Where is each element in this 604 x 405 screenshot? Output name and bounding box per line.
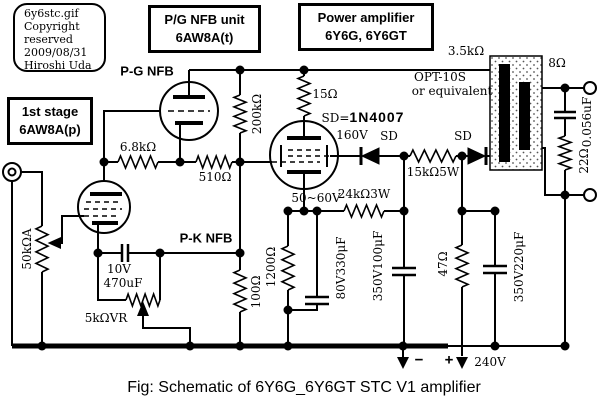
resistor-47: [454, 244, 470, 288]
resistor-200k: [231, 94, 249, 134]
plus-terminal-label: +: [444, 351, 454, 369]
sd-right-label: SD: [454, 129, 472, 143]
resistors: [34, 75, 574, 313]
transformer-secondary-winding: [519, 82, 530, 150]
resistor-6k8: [117, 153, 159, 171]
copyright-box: 6y6stc.gif Copyright reserved 2009/08/31…: [13, 3, 106, 72]
first-stage-tube-type: 6AW8A(p): [19, 122, 81, 138]
potentiometer-50k-label: 50kΩA: [20, 228, 34, 270]
junction-dots: [37, 65, 570, 351]
supply-arrows: [397, 357, 468, 369]
nfb-unit-title-box: P/G NFB unit 6AW8A(t): [148, 5, 261, 54]
capacitor-0056uf-label: 0.056uF: [580, 96, 594, 148]
resistor-22: [556, 135, 574, 171]
capacitor-330uf-label: 80V330μF: [334, 236, 348, 300]
diode-sd-left: [359, 147, 380, 165]
resistor-22-label: 22Ω: [577, 148, 591, 174]
capacitor-100uf-label: 350V100μF: [371, 230, 385, 302]
copyright-line: 2009/08/31: [24, 45, 88, 59]
output-transformer: [489, 55, 543, 171]
input-jack: [2, 162, 22, 182]
sd-equals-prefix: SD=: [321, 111, 350, 125]
copyright-line: Hiroshi Uda: [24, 58, 92, 72]
nfb-unit-tube-type: 6AW8A(t): [175, 30, 234, 46]
resistor-1200: [280, 245, 296, 291]
resistor-6k8-label: 6.8kΩ: [119, 140, 157, 154]
secondary-impedance-label: 8Ω: [548, 56, 566, 70]
figure-caption: Fig: Schematic of 6Y6G_6Y6GT STC V1 ampl…: [127, 379, 481, 396]
capacitor-330uf: [305, 295, 329, 306]
copyright-line: 6y6stc.gif: [24, 7, 79, 20]
tube-power-amp: [269, 120, 339, 190]
resistor-15k: [409, 148, 457, 164]
nfb-unit-title: P/G NFB unit: [164, 12, 245, 27]
potentiometer-50k: [34, 225, 50, 273]
resistor-15-label: 15Ω: [312, 87, 338, 101]
resistor-24k-label: 24kΩ3W: [337, 187, 391, 201]
power-amp-title-box: Power amplifier 6Y6G, 6Y6GT: [298, 3, 434, 52]
transformer-model-label: OPT-10S: [414, 70, 466, 84]
capacitor-470uf-label: 470uF: [103, 276, 143, 290]
resistor-510-label: 510Ω: [198, 170, 232, 184]
output-terminal-top: [583, 81, 597, 95]
power-amp-tube-type: 6Y6G, 6Y6GT: [325, 28, 407, 44]
transformer-equiv-label: or equivalent: [411, 84, 493, 98]
copyright-line: Copyright: [24, 19, 80, 33]
resistor-510: [195, 153, 233, 171]
output-terminal-bottom: [583, 188, 597, 202]
wiper-arrow-5k: [137, 301, 149, 316]
minus-terminal-arrow: [397, 357, 409, 369]
potentiometer-5k-label: 5kΩVR: [84, 311, 128, 325]
sd-equals-label: SD=1N4007: [322, 110, 405, 124]
pg-nfb-label: P-G NFB: [120, 63, 174, 79]
primary-impedance-label: 3.5kΩ: [447, 44, 485, 58]
power-amp-title: Power amplifier: [317, 10, 415, 25]
plus-terminal-arrow: [456, 357, 468, 369]
capacitor-0056uf: [554, 110, 576, 120]
capacitor-100uf: [392, 266, 416, 277]
voltage-240v-label: 240V: [474, 355, 506, 369]
resistor-15k-label: 15kΩ5W: [406, 165, 460, 179]
capacitor-220uf: [483, 264, 507, 275]
sd-part-number: 1N4007: [349, 109, 405, 125]
sd-left-label: SD: [380, 129, 398, 143]
wiper-arrow-50k: [47, 236, 61, 250]
potentiometer-5k: [125, 291, 161, 309]
transformer-primary-winding: [499, 64, 510, 162]
copyright-line: reserved: [24, 32, 73, 46]
first-stage-title: 1st stage: [21, 104, 79, 119]
resistor-200k-label: 200kΩ: [250, 93, 264, 135]
voltage-160v-label: 160V: [336, 128, 368, 142]
resistor-24k: [343, 202, 385, 220]
capacitor-220uf-label: 350V220μF: [512, 231, 526, 303]
diode-sd-right: [467, 147, 488, 165]
minus-terminal-label: −: [414, 351, 424, 369]
tube-first-stage: [77, 180, 131, 236]
voltage-5060v-label: 50~60V: [291, 191, 341, 205]
tube-pg-nfb-triode: [159, 81, 219, 141]
resistor-1200-label: 1200Ω: [264, 246, 278, 288]
resistor-47-label: 47Ω: [436, 251, 450, 277]
capacitors: [120, 110, 576, 306]
resistor-100-label: 100Ω: [249, 275, 263, 309]
capacitor-470uf: [120, 244, 130, 262]
resistor-15: [295, 75, 313, 117]
pk-nfb-label: P-K NFB: [179, 230, 233, 246]
first-stage-title-box: 1st stage 6AW8A(p): [7, 97, 93, 146]
capacitor-470uf-voltage-label: 10V: [107, 262, 131, 276]
resistor-100: [232, 269, 248, 313]
wiper-arrows: [47, 236, 149, 316]
